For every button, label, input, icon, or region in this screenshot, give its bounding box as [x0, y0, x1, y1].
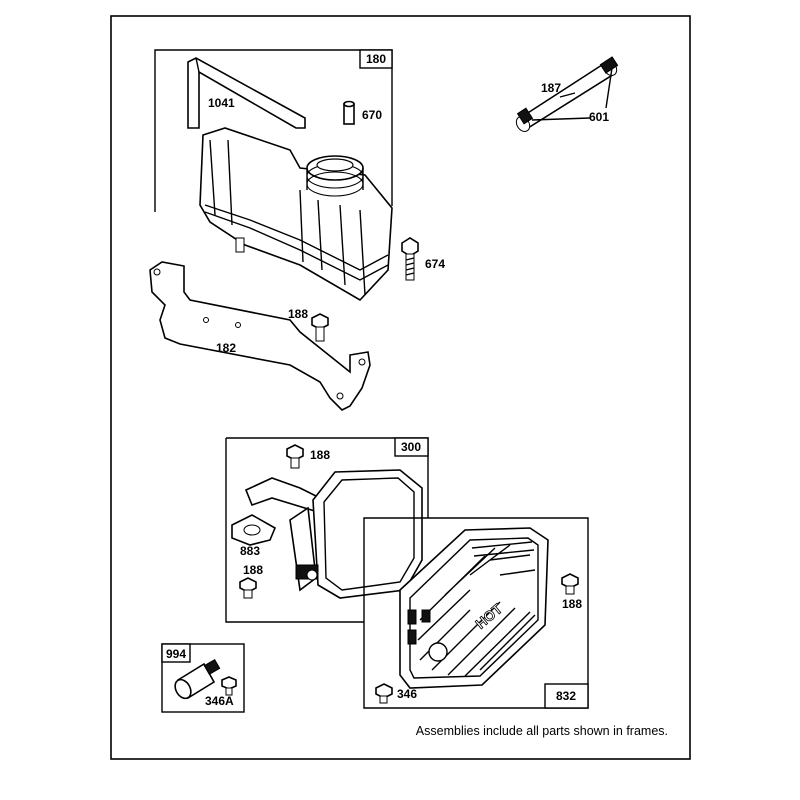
- fuel-tank: [199, 127, 393, 302]
- muffler: [244, 469, 423, 599]
- footer-note: Assemblies include all parts shown in fr…: [416, 724, 668, 738]
- frame-spark-arrester: 994: [161, 643, 245, 713]
- callout-187: 187: [541, 81, 561, 95]
- page-border: [110, 15, 691, 760]
- frame-muffler: 300: [225, 437, 429, 623]
- callout-188-muffler-left: 188: [243, 563, 263, 577]
- frame-number-832: 832: [556, 689, 576, 703]
- bolt-188-muffler-left: [239, 577, 257, 599]
- frame-number-994: 994: [166, 647, 186, 661]
- callout-670: 670: [362, 108, 382, 122]
- screw-346: [375, 683, 393, 704]
- frame-fuel-tank: 180: [154, 49, 393, 212]
- callout-883: 883: [240, 544, 260, 558]
- frame-number-180: 180: [366, 52, 386, 66]
- frame-number-300: 300: [401, 440, 421, 454]
- bolt-188-bracket: [311, 313, 329, 342]
- tank-bracket-1041: [187, 57, 306, 129]
- callout-1041: 1041: [208, 96, 235, 110]
- spark-arrester-994: [174, 658, 221, 700]
- callout-601: 601: [589, 110, 609, 124]
- callout-188-guard: 188: [562, 597, 582, 611]
- frame-muffler-guard: 832: [363, 517, 589, 709]
- tank-bracket-182: [149, 261, 371, 411]
- bolt-674: [401, 237, 419, 281]
- callout-346: 346: [397, 687, 417, 701]
- callout-188-bracket: 188: [288, 307, 308, 321]
- screw-346a: [221, 676, 237, 696]
- gasket-883: [231, 514, 277, 546]
- grommet-670: [343, 100, 355, 125]
- muffler-guard: HOT: [399, 527, 549, 689]
- bolt-188-muffler-top: [286, 444, 304, 469]
- callout-674: 674: [425, 257, 445, 271]
- callout-188-muffler-top: 188: [310, 448, 330, 462]
- callout-346a: 346A: [205, 694, 234, 708]
- bolt-188-guard: [561, 573, 579, 595]
- callout-182: 182: [216, 341, 236, 355]
